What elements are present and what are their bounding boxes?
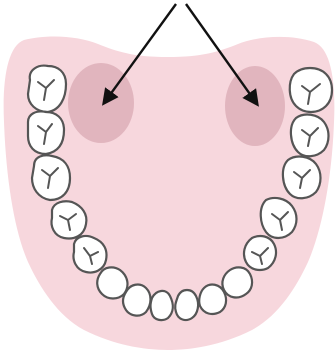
tooth-right-molar-1 [283, 157, 321, 199]
tooth-right-molar-2 [291, 115, 329, 157]
right-highlight-spot [225, 66, 285, 146]
tooth-left-lateral-incisor [123, 285, 151, 316]
tooth-left-molar-2 [28, 111, 64, 154]
tooth-right-premolar-2 [261, 198, 297, 238]
tooth-right-lateral-incisor [199, 285, 226, 314]
tooth-right-central-incisor [175, 290, 198, 320]
tooth-right-molar-3 [290, 68, 332, 112]
tooth-left-molar-1 [32, 155, 70, 200]
tooth-left-central-incisor [151, 291, 173, 320]
tooth-left-molar-3 [28, 66, 66, 112]
tooth-left-premolar-1 [74, 236, 107, 273]
tooth-right-premolar-1 [244, 236, 276, 270]
tooth-left-premolar-2 [52, 201, 87, 238]
tooth-left-canine [97, 267, 127, 298]
tooth-right-canine [222, 267, 252, 297]
